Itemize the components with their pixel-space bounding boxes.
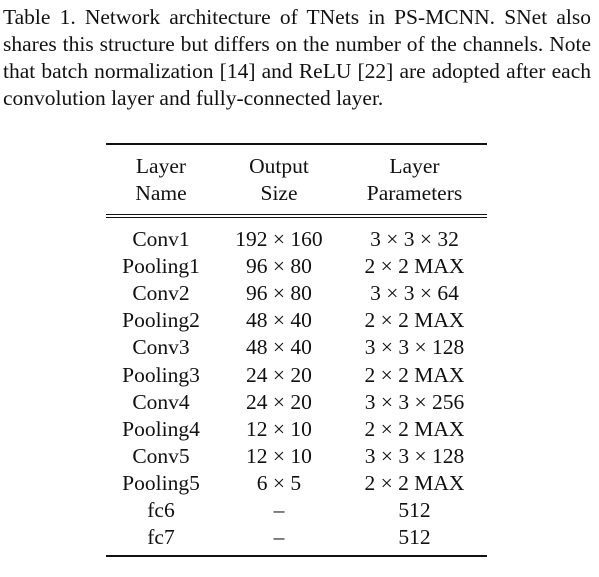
cell-output-size: 12 × 10 [246, 416, 312, 441]
cell-output-size: 48 × 40 [246, 335, 312, 360]
cell-output-size: – [273, 525, 285, 550]
table-row: Pooling3 24 × 20 2 × 2 MAX [106, 361, 487, 388]
table-row: fc7 – 512 [106, 524, 487, 551]
cell-layer-name: fc6 [147, 497, 175, 522]
cell-layer-name: Pooling1 [122, 254, 200, 279]
cell-output-size: 12 × 10 [246, 443, 312, 468]
table-header-row: Layer Name Output Size Layer Parameters [106, 145, 487, 214]
cell-layer-name: Conv3 [132, 335, 190, 360]
cell-layer-parameters: 3 × 3 × 256 [364, 389, 465, 414]
table-row: Pooling5 6 × 5 2 × 2 MAX [106, 470, 487, 497]
header-layer-name-line1: Layer [135, 153, 187, 178]
cell-layer-name: fc7 [147, 525, 175, 550]
cell-output-size: 96 × 80 [246, 254, 312, 279]
cell-layer-name: Pooling3 [122, 362, 200, 387]
cell-output-size: 48 × 40 [246, 308, 312, 333]
table-row: Pooling2 48 × 40 2 × 2 MAX [106, 307, 487, 334]
cell-layer-parameters: 2 × 2 MAX [364, 308, 465, 333]
cell-layer-parameters: 2 × 2 MAX [364, 254, 465, 279]
table-row: fc6 – 512 [106, 497, 487, 524]
cell-layer-parameters: 2 × 2 MAX [364, 470, 465, 495]
cell-layer-parameters: 3 × 3 × 128 [364, 443, 465, 468]
cell-output-size: 6 × 5 [256, 470, 302, 495]
cell-layer-parameters: 512 [398, 525, 431, 550]
cell-layer-name: Conv1 [132, 227, 190, 252]
header-layer-name: Layer Name [106, 153, 216, 207]
header-layer-parameters-line1: Layer [389, 153, 440, 178]
header-output-size-line2: Size [260, 180, 298, 205]
cell-layer-parameters: 3 × 3 × 32 [370, 227, 459, 252]
architecture-table: Layer Name Output Size Layer Parameters … [106, 143, 487, 558]
header-layer-parameters-line2: Parameters [366, 180, 463, 205]
header-output-size: Output Size [216, 153, 342, 207]
cell-layer-name: Pooling4 [122, 416, 200, 441]
table-row: Pooling1 96 × 80 2 × 2 MAX [106, 253, 487, 280]
cell-layer-name: Conv5 [132, 443, 190, 468]
header-output-size-line1: Output [249, 153, 309, 178]
cell-output-size: – [273, 497, 285, 522]
cell-output-size: 24 × 20 [246, 362, 312, 387]
table-row: Pooling4 12 × 10 2 × 2 MAX [106, 416, 487, 443]
cell-layer-name: Pooling5 [122, 470, 200, 495]
table-row: Conv4 24 × 20 3 × 3 × 256 [106, 389, 487, 416]
cell-layer-parameters: 512 [398, 497, 431, 522]
cell-layer-parameters: 2 × 2 MAX [364, 362, 465, 387]
cell-output-size: 24 × 20 [246, 389, 312, 414]
cell-layer-name: Pooling2 [122, 308, 200, 333]
table-header-double-rule [106, 214, 487, 218]
table-bottom-rule [106, 555, 487, 558]
table-row: Conv2 96 × 80 3 × 3 × 64 [106, 280, 487, 307]
cell-layer-parameters: 3 × 3 × 128 [364, 335, 465, 360]
table-row: Conv5 12 × 10 3 × 3 × 128 [106, 443, 487, 470]
table-body: Conv1 192 × 160 3 × 3 × 32 Pooling1 96 × 80 2… [106, 218, 487, 555]
table-row: Conv1 192 × 160 3 × 3 × 32 [106, 226, 487, 253]
header-layer-parameters: Layer Parameters [342, 153, 487, 207]
header-layer-name-line2: Name [135, 180, 187, 205]
cell-output-size: 96 × 80 [246, 281, 312, 306]
cell-layer-parameters: 3 × 3 × 64 [370, 281, 459, 306]
cell-layer-parameters: 2 × 2 MAX [364, 416, 465, 441]
table-row: Conv3 48 × 40 3 × 3 × 128 [106, 334, 487, 361]
cell-layer-name: Conv2 [132, 281, 190, 306]
cell-output-size: 192 × 160 [235, 227, 323, 252]
table-top-rule [106, 143, 487, 145]
cell-layer-name: Conv4 [132, 389, 190, 414]
table-caption: Table 1. Network architecture of TNets i… [3, 5, 591, 110]
